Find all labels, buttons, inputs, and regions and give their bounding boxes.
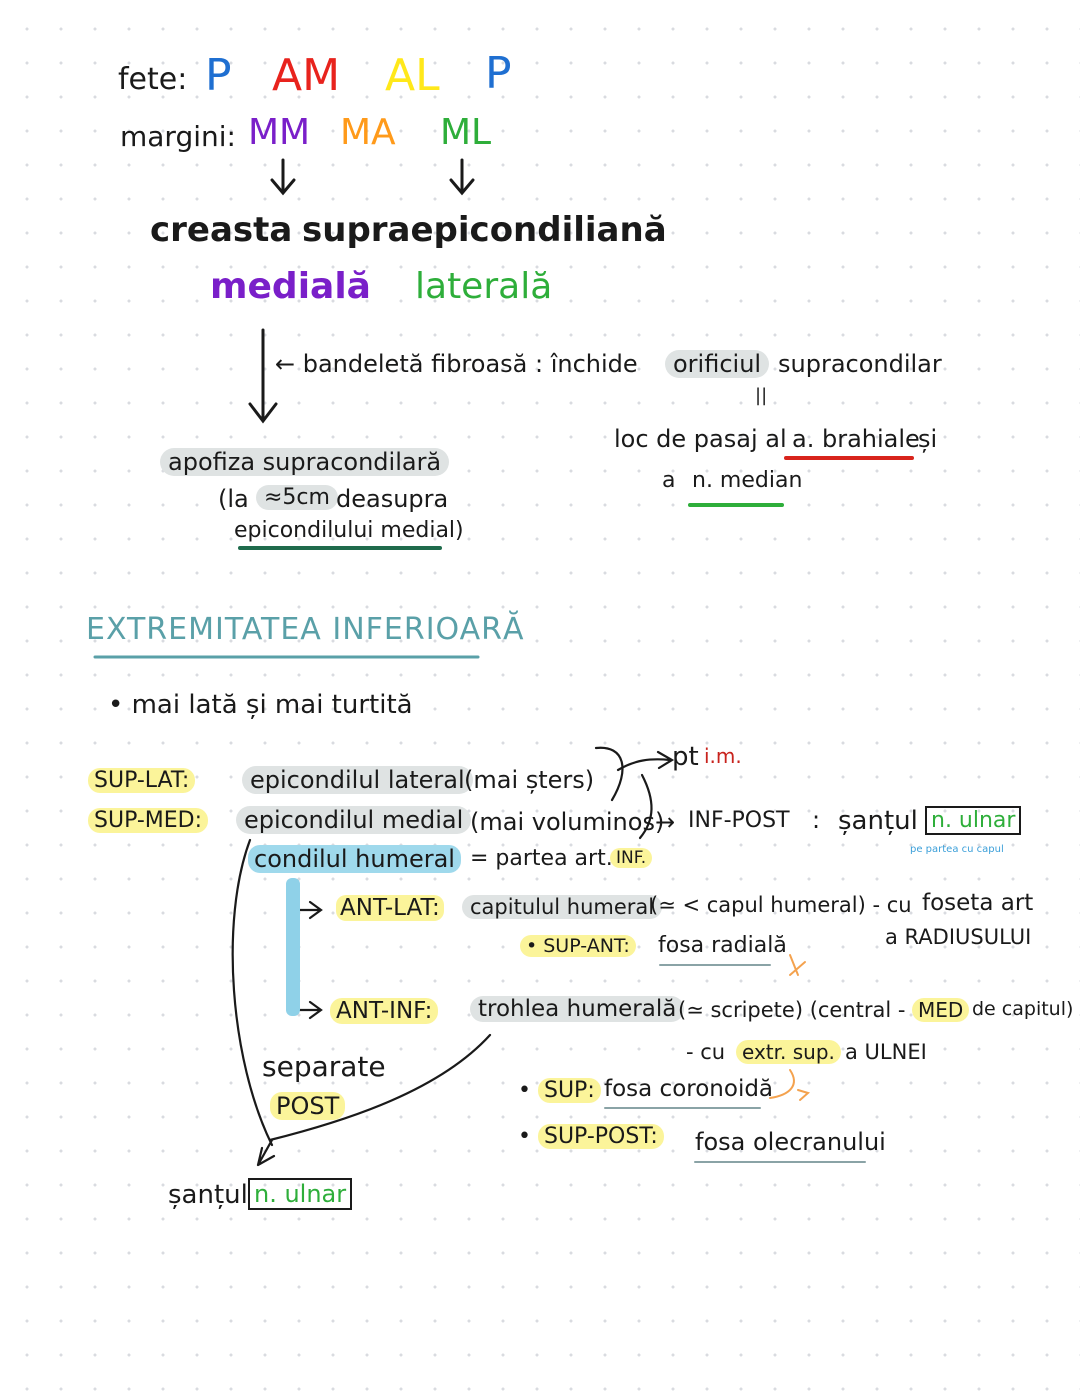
arrow-pt-im	[616, 750, 675, 772]
ulna-pre: - cu	[686, 1040, 726, 1064]
apofiza-paren: (la	[218, 485, 249, 513]
epicondil-medial: epicondilul medial	[236, 806, 472, 834]
si-word: și	[918, 425, 938, 453]
condilul-humeral: condilul humeral	[248, 845, 461, 873]
arrow-down-apofiza	[248, 328, 278, 424]
santul-word: șanțul	[838, 806, 918, 836]
ant-inf-med: MED	[912, 998, 970, 1022]
fosa-olecranului: fosa olecranului	[695, 1128, 886, 1156]
creasta-medial: medială	[210, 266, 371, 307]
fete-p2: P	[485, 48, 512, 99]
condil-bar	[286, 878, 300, 1016]
ulna-post: a ULNEI	[845, 1040, 927, 1064]
small-note: pe partea cu capul	[910, 844, 1004, 855]
arrow-santul	[256, 1138, 276, 1167]
orificiul: orificiul	[665, 350, 770, 378]
pt-word: pt	[672, 742, 699, 772]
bracket-curve	[638, 773, 653, 840]
ant-inf-note: (≃ scripete) (central -	[678, 998, 906, 1022]
orange-hint-2	[769, 1069, 811, 1101]
condil-inf: INF.	[610, 848, 653, 868]
section-title: EXTREMITATEA INFERIOARĂ	[86, 612, 525, 647]
fete-am: AM	[272, 50, 341, 101]
apofiza-deasupra: deasupra	[336, 485, 449, 513]
loc-de-pasaj: loc de pasaj al	[614, 425, 787, 453]
ant-lat-note: (≃ < capul humeral) - cu	[650, 893, 912, 917]
bandeleta-text: ← bandeletă fibroasă : închide	[275, 350, 638, 378]
arrow-down-mm	[270, 158, 296, 196]
brahiale: a. brahiale	[792, 425, 920, 453]
ant-inf-tag: ANT-INF:	[330, 998, 439, 1024]
foseta-art: foseta art	[922, 890, 1034, 916]
im-word: i.m.	[704, 744, 742, 768]
creasta-w1: creasta	[150, 210, 293, 250]
capitulul-humeral: capitulul humeral	[462, 895, 663, 919]
margini-ml: ML	[440, 112, 492, 153]
curve-separate-left	[231, 838, 274, 1147]
equals-sign: ||	[755, 385, 768, 406]
santul2-word: șanțul	[168, 1180, 248, 1210]
sup-post-bullet: • SUP-POST:	[518, 1124, 664, 1149]
bullet-text: • mai lată și mai turtită	[108, 690, 413, 720]
a-word: a	[662, 468, 676, 493]
n-ulnar-box-2: n. ulnar	[248, 1178, 353, 1210]
inf-post-colon: :	[812, 806, 821, 834]
arrow-right: →	[655, 808, 676, 836]
fete-label: fete:	[118, 62, 188, 97]
sup-med-tag: SUP-MED:	[88, 808, 209, 833]
epicondil-lateral: epicondilul lateral	[242, 766, 473, 794]
n-ulnar-box: n. ulnar	[925, 806, 1022, 835]
sup-ant-tag-text: • SUP-ANT:	[520, 935, 636, 957]
sup-ant-tag: • SUP-ANT:	[520, 935, 636, 957]
fete-p1: P	[205, 50, 232, 101]
sup-bullet: • SUP:	[518, 1078, 601, 1103]
margini-label: margini:	[120, 120, 236, 153]
creasta-lateral: laterală	[415, 266, 553, 307]
fosa-coronoida: fosa coronoidă	[604, 1076, 774, 1102]
ant-inf-note2: de capitul)	[972, 998, 1074, 1020]
post-word: POST	[270, 1092, 346, 1120]
margini-ma: MA	[340, 112, 396, 153]
fosa-radiala: fosa radială	[658, 933, 787, 958]
orange-hint-1	[789, 954, 806, 976]
ant-lat-tag: ANT-LAT:	[336, 895, 444, 921]
trohlea-humerala: trohlea humerală	[470, 996, 685, 1022]
sup-lat-note: (mai șters)	[464, 766, 595, 794]
condil-eq: = partea art.	[470, 846, 613, 871]
arrow-down-ml	[449, 158, 475, 196]
inf-post: INF-POST	[688, 808, 790, 833]
sup-lat-tag: SUP-LAT:	[88, 768, 196, 793]
sup-med-note: (mai voluminos)	[470, 808, 665, 836]
margini-mm: MM	[248, 112, 311, 153]
curve-pt-im	[594, 746, 624, 802]
median: n. median	[692, 468, 803, 493]
supracondilar: supracondilar	[778, 350, 942, 378]
fete-al: AL	[385, 50, 440, 101]
apofiza-epicondil: epicondilului medial)	[234, 518, 464, 543]
radiusului: a RADIUSULUI	[885, 925, 1032, 949]
separate-word: separate	[262, 1050, 386, 1083]
creasta-w2: supraepicondiliană	[302, 210, 667, 250]
sup-post-tag: SUP-POST:	[537, 1124, 664, 1149]
ulna-extr: extr. sup.	[736, 1040, 841, 1064]
apofiza-dist: ≈5cm	[256, 485, 338, 510]
apofiza-name: apofiza supracondilară	[160, 448, 450, 476]
curve-separate-right	[268, 1033, 492, 1142]
sup-tag: SUP:	[537, 1078, 601, 1103]
